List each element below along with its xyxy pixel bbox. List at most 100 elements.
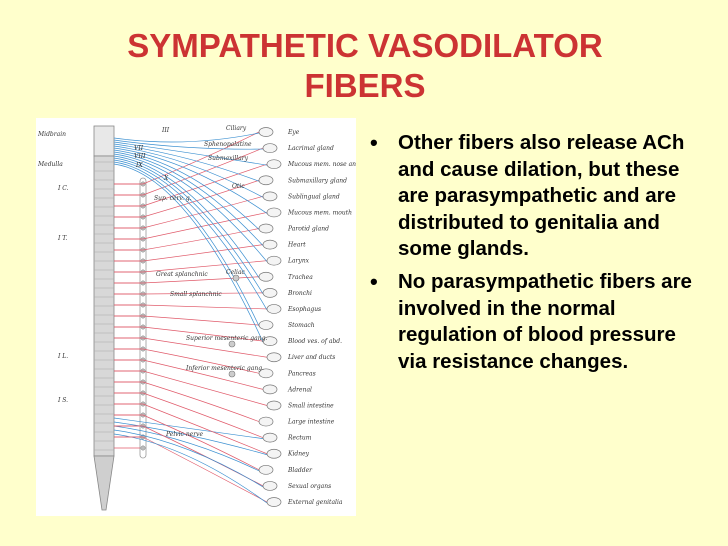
sympathetic-fiber: [114, 403, 268, 455]
title-line-2: FIBERS: [304, 67, 426, 104]
organ-label: Heart: [287, 242, 306, 249]
parasympathetic-fiber: [113, 429, 264, 488]
parasympathetic-fiber: [113, 159, 268, 311]
organ-label: Pancreas: [287, 370, 316, 377]
organ-shape: [262, 481, 278, 491]
sympathetic-fiber: [114, 326, 264, 342]
label-great-splanchnic: Great splanchnic: [156, 271, 208, 278]
parasympathetic-fiber: [113, 143, 260, 182]
label-lumbar: I L.: [57, 353, 68, 360]
sympathetic-fiber: [114, 163, 268, 207]
organ-label: Small intestine: [288, 402, 334, 409]
organ-label: External genitalia: [287, 499, 343, 506]
sympathetic-fiber: [114, 179, 260, 218]
sympathetic-fiber: [114, 359, 264, 390]
organ-shape: [258, 175, 274, 186]
prevertebral-ganglion: [232, 274, 240, 282]
sympathetic-fiber: [114, 228, 260, 251]
organ-shape: [266, 304, 282, 314]
organ-shape: [262, 239, 278, 250]
parasympathetic-fiber: [113, 417, 264, 439]
parasympathetic-fiber: [113, 155, 260, 278]
bullet-dot-icon: •: [370, 268, 378, 294]
organ-label: Parotid gland: [287, 226, 329, 233]
sympathetic-fiber: [114, 244, 264, 262]
label-thoracic: I T.: [57, 235, 67, 242]
parasympathetic-fiber: [113, 153, 268, 262]
organ-label: Rectum: [287, 435, 312, 442]
organ-shape: [266, 207, 282, 218]
bullet-list: • Other fibers also release ACh and caus…: [368, 130, 698, 381]
organ-shape: [262, 336, 278, 346]
parasympathetic-fiber: [113, 132, 260, 143]
sympathetic-fiber: [114, 337, 268, 358]
organ-shape: [258, 464, 274, 475]
organ-label: Stomach: [288, 322, 315, 329]
sympathetic-fiber: [114, 370, 268, 406]
bullet-text: Other fibers also release ACh and cause …: [398, 131, 685, 261]
organ-shape: [266, 400, 282, 411]
sympathetic-fiber: [114, 212, 268, 240]
label-nerve-iii: III: [161, 127, 170, 134]
sympathetic-fiber: [114, 147, 264, 196]
organ-shape: [262, 384, 278, 395]
bullet-item: • Other fibers also release ACh and caus…: [368, 130, 698, 263]
label-pelvic-nerve: Pelvic nerve: [165, 431, 203, 438]
title-line-1: SYMPATHETIC VASODILATOR: [127, 27, 603, 64]
parasympathetic-fiber: [113, 151, 264, 246]
organ-shape: [266, 352, 282, 363]
sympathetic-fiber: [114, 315, 260, 326]
organ-label: Mucous mem. mouth: [287, 209, 352, 216]
ganglion: [140, 445, 146, 451]
organ-shape: [258, 416, 274, 427]
organ-label: Larynx: [287, 258, 310, 265]
sympathetic-fiber: [114, 348, 260, 374]
label-otic: Otic: [232, 183, 245, 190]
parasympathetic-fiber: [113, 161, 260, 327]
label-nerve-ix: IX: [135, 162, 143, 169]
organ-label: Liver and ducts: [287, 354, 335, 361]
sympathetic-fiber: [114, 436, 268, 503]
organ-label: Sexual organs: [288, 483, 331, 490]
organ-shape: [258, 368, 274, 379]
sympathetic-chain: [139, 177, 147, 459]
diagram-svg: Midbrain Medulla I C. I T. I L. I S. III…: [37, 125, 356, 511]
sympathetic-fiber: [114, 196, 264, 229]
sympathetic-fiber: [114, 304, 268, 310]
organ-shape: [266, 159, 282, 170]
autonomic-nervous-system-diagram: Midbrain Medulla I C. I T. I L. I S. III…: [36, 118, 356, 516]
organ-label: Large intestine: [287, 419, 335, 426]
organ-shape: [258, 271, 274, 282]
bullet-dot-icon: •: [370, 130, 378, 155]
organ-label: Adrenal: [287, 386, 312, 393]
label-inf-mesenteric: Inferior mesenteric gang.: [185, 365, 264, 372]
sympathetic-fiber: [114, 381, 260, 422]
organ-shape: [266, 448, 282, 459]
organ-label: Trachea: [288, 274, 313, 281]
label-nerve-vii: VII: [134, 145, 144, 152]
parasympathetic-fiber: [113, 141, 268, 166]
organ-label: Submaxillary gland: [288, 177, 347, 184]
label-celiac: Celiac: [226, 269, 246, 276]
sympathetic-fiber: [114, 414, 260, 471]
sympathetic-fiber: [114, 292, 264, 295]
label-medulla: Medulla: [37, 161, 63, 168]
sympathetic-fiber: [114, 276, 260, 284]
parasympathetic-fiber: [113, 425, 260, 472]
bullet-item: • No parasympathetic fibers are involved…: [368, 269, 698, 375]
label-sup-mesenteric: Superior mesenteric gang.: [186, 335, 267, 342]
label-midbrain: Midbrain: [37, 131, 66, 138]
label-cervical: I C.: [57, 185, 69, 192]
label-small-splanchnic: Small splanchnic: [170, 291, 222, 298]
organ-label: Esophagus: [287, 306, 321, 313]
organ-shape: [262, 432, 278, 443]
label-nerve-viii: VIII: [134, 153, 146, 160]
spinal-cord: [93, 125, 115, 511]
organ-shape: [262, 191, 278, 202]
prevertebral-ganglion: [228, 340, 236, 348]
organ-label: Sublingual gland: [288, 193, 340, 200]
organ-shape: [266, 255, 282, 266]
organ-label: Bladder: [287, 467, 313, 474]
parasympathetic-fiber: [113, 163, 264, 343]
bullet-text: No parasympathetic fibers are involved i…: [398, 269, 692, 373]
